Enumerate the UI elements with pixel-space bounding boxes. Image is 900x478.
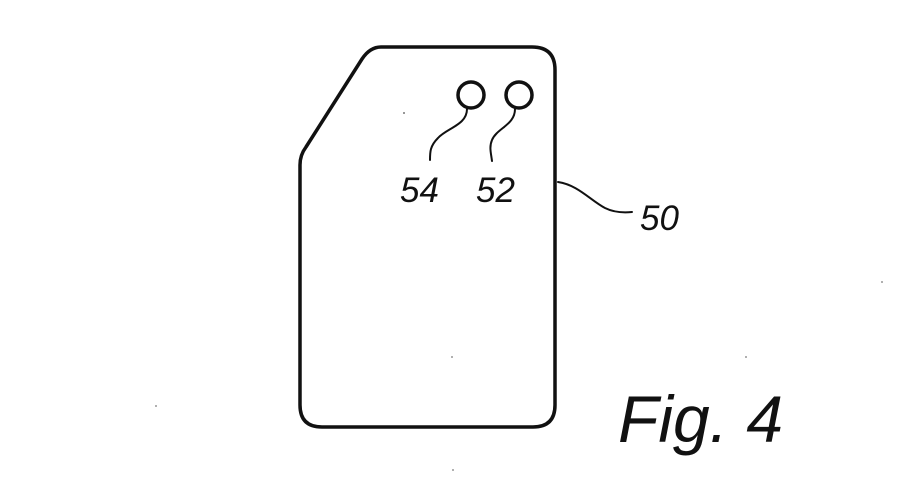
leader-line-50 <box>557 181 633 214</box>
leader-line-52 <box>489 108 516 162</box>
ref-label-52: 52 <box>476 171 515 210</box>
scan-speck <box>881 281 883 283</box>
ref-label-50: 50 <box>640 199 679 238</box>
scan-speck <box>745 356 747 358</box>
scan-speck <box>451 356 453 358</box>
scan-speck <box>155 405 157 407</box>
leader-line-54 <box>429 108 468 161</box>
ref-label-54: 54 <box>400 171 439 210</box>
scan-speck <box>452 469 454 471</box>
figure-caption: Fig. 4 <box>618 382 783 456</box>
scan-speck <box>403 112 405 114</box>
contact-circle-54 <box>456 80 486 110</box>
card-outline <box>298 45 557 429</box>
contact-circle-52 <box>504 80 534 110</box>
